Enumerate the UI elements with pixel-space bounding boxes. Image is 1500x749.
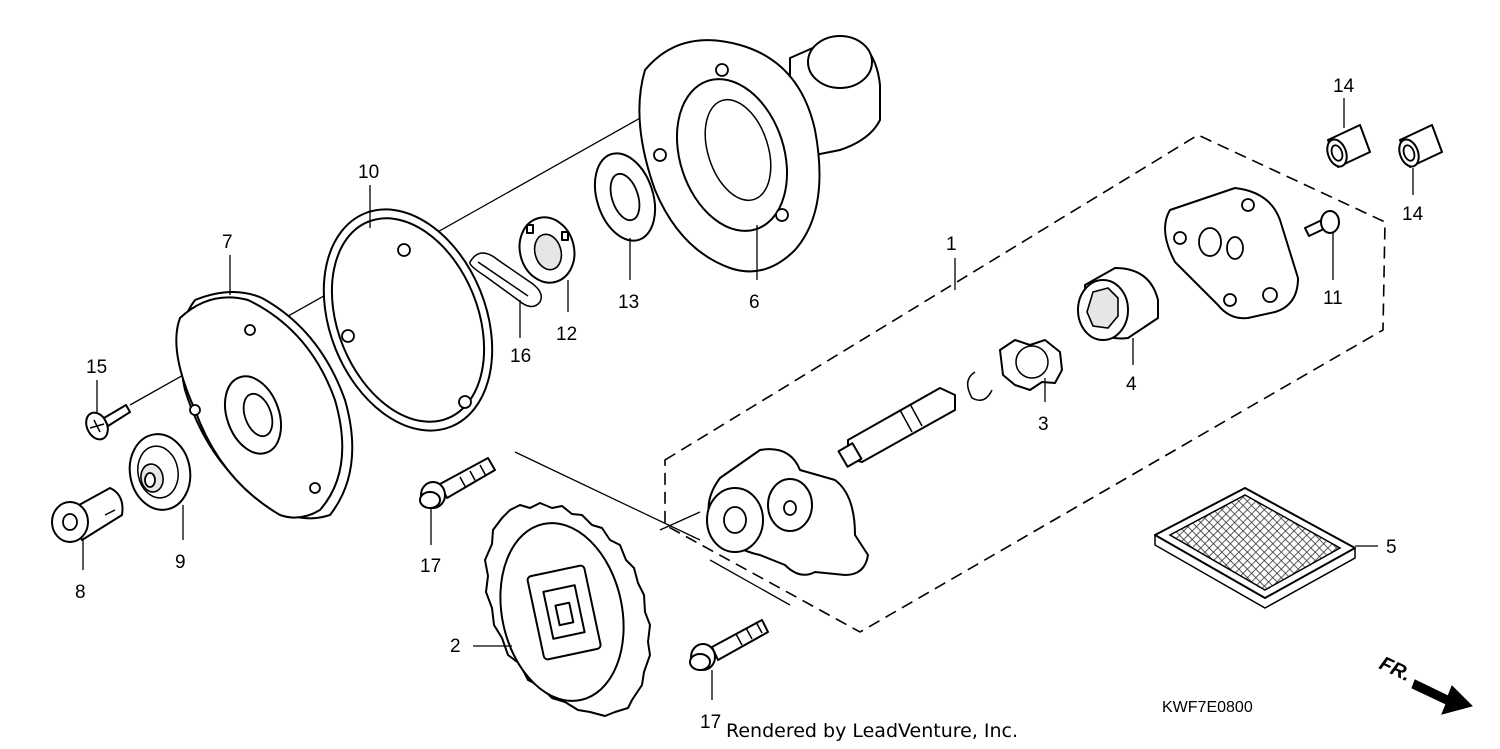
pump-shaft [837, 387, 956, 468]
pump-plate [1164, 187, 1299, 320]
part-9-seal [128, 433, 192, 511]
callout-17-upper: 17 [420, 556, 441, 577]
callout-13: 13 [618, 292, 639, 313]
part-16-cotter-pin [469, 252, 542, 308]
part-8-collar [51, 487, 124, 543]
callout-10: 10 [358, 162, 379, 183]
callout-14-top: 14 [1333, 76, 1355, 97]
callout-2: 2 [450, 636, 461, 657]
diagram-code: KWF7E0800 [1162, 699, 1253, 716]
part-3-inner-rotor [999, 339, 1063, 391]
callout-14-right: 14 [1402, 204, 1424, 225]
part-14-dowel-left [1326, 124, 1371, 168]
circlip [966, 371, 993, 401]
callout-17-lower: 17 [700, 712, 721, 733]
callout-6: 6 [749, 292, 760, 313]
callout-11: 11 [1323, 288, 1343, 309]
part-7-cover [175, 290, 354, 520]
part-10-gasket [322, 208, 494, 432]
callout-16: 16 [510, 346, 531, 367]
part-17-bolt-upper [419, 457, 496, 509]
callout-8: 8 [75, 582, 86, 603]
pump-body [706, 448, 869, 576]
part-6-housing [638, 35, 881, 273]
front-arrow-icon [1411, 679, 1473, 715]
callout-9: 9 [175, 552, 186, 573]
callout-15: 15 [86, 357, 107, 378]
part-4-outer-rotor [1077, 267, 1159, 341]
leader-lines [82, 98, 1414, 700]
part-11-screw [1304, 210, 1340, 237]
part-17-bolt-lower [689, 619, 769, 671]
callout-7: 7 [222, 232, 233, 253]
front-label: FR. [1376, 653, 1414, 687]
part-15-screw [85, 404, 131, 441]
part-5-strainer [1154, 487, 1356, 609]
part-12-nut [518, 216, 576, 284]
callout-12: 12 [556, 324, 577, 345]
render-credit: Rendered by LeadVenture, Inc. [726, 720, 1018, 742]
callout-4: 4 [1126, 374, 1137, 395]
part-14-dowel-right [1398, 124, 1443, 168]
pump-assembly-outline [664, 134, 1386, 633]
callout-labels: 1 2 3 4 5 6 7 8 9 10 11 12 13 14 14 15 1… [75, 76, 1424, 733]
part-2-gear [484, 502, 651, 717]
part-13-washer [593, 152, 657, 242]
callout-3: 3 [1038, 414, 1049, 435]
callout-5: 5 [1386, 537, 1397, 558]
front-direction-indicator: FR. [1376, 653, 1473, 715]
callout-1: 1 [946, 234, 957, 255]
